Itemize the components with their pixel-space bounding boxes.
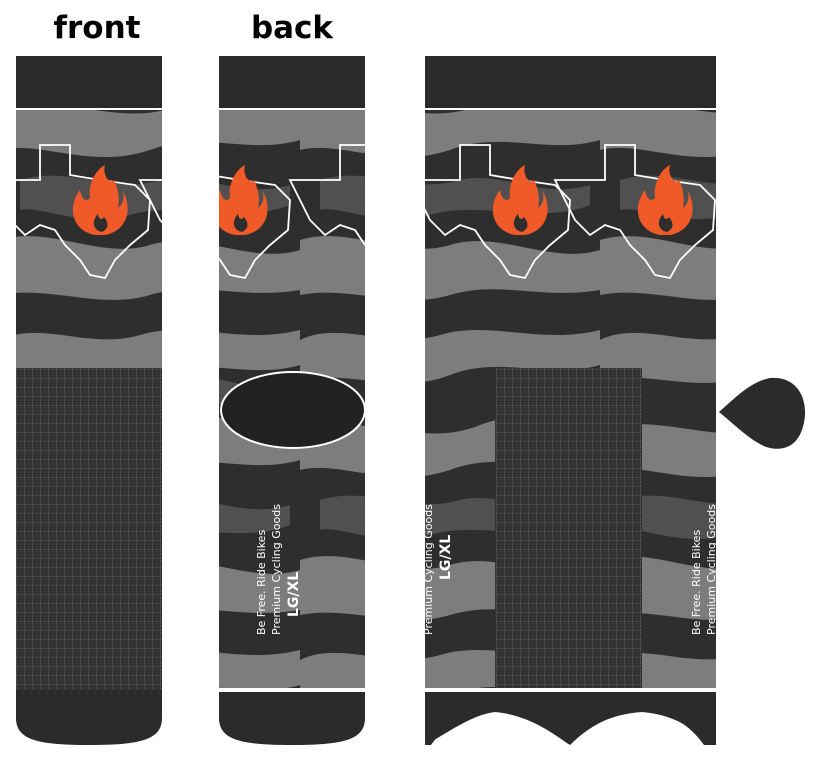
heel-oval — [220, 371, 366, 449]
front-view-label: front — [54, 10, 141, 46]
back-view-label: back — [251, 10, 334, 46]
flat-tag-line-2-left: Premium Cycling Goods — [422, 504, 435, 635]
tag-line-2: Premium Cycling Goods — [270, 504, 283, 635]
flat-size-label-left: LG/XL — [438, 535, 454, 580]
back-sock: Be Free. Ride Bikes Premium Cycling Good… — [219, 56, 366, 745]
back-cuff — [219, 56, 365, 108]
flat-pattern: Premium Cycling Goods LG/XL Be Free. Rid… — [422, 56, 718, 745]
flat-tag-line-1-right: Be Free. Ride Bikes — [690, 530, 703, 635]
front-toe — [16, 690, 162, 745]
back-toe — [219, 692, 365, 745]
flat-mesh-panel — [495, 368, 642, 688]
front-cuff — [16, 56, 162, 108]
heel-tab — [719, 377, 806, 449]
tag-line-1: Be Free. Ride Bikes — [255, 530, 268, 635]
flat-cuff — [425, 56, 716, 108]
front-mesh-panel — [16, 368, 162, 690]
flat-tag-line-2-right: Premium Cycling Goods — [705, 504, 718, 635]
size-label: LG/XL — [286, 572, 302, 617]
front-camo-panel — [16, 110, 162, 368]
front-sock — [16, 56, 162, 745]
